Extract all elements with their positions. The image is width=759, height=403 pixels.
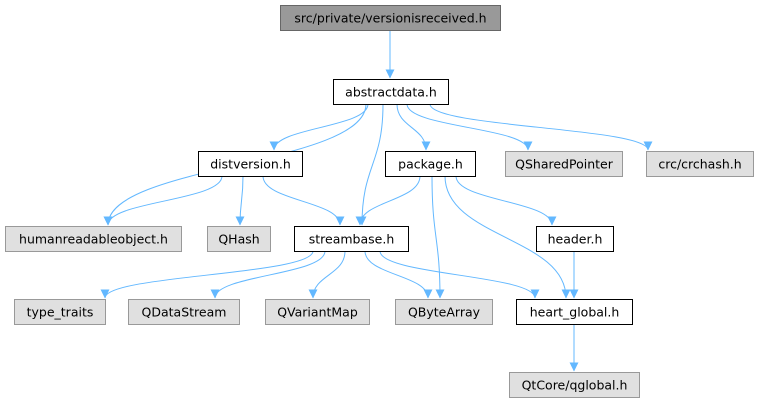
node-package[interactable]: package.h [385, 151, 476, 177]
node-abstractdata-label: abstractdata.h [345, 85, 437, 100]
edge-streambase-to-qvariantmap [308, 250, 346, 299]
node-package-box [385, 151, 476, 177]
node-qglobal: QtCore/qglobal.h [509, 372, 640, 398]
node-crchash-box [646, 151, 754, 177]
node-humanreadable: humanreadableobject.h [5, 226, 182, 252]
node-qbytearray-box [395, 299, 493, 325]
node-distversion-box [198, 151, 303, 177]
node-humanreadable-box [5, 226, 182, 252]
node-versionisreceived-box [280, 5, 501, 31]
edge-distversion-to-qhash [235, 175, 245, 226]
node-distversion[interactable]: distversion.h [198, 151, 303, 177]
edge-streambase-to-qdatastream [210, 250, 326, 299]
node-header[interactable]: header.h [536, 226, 614, 252]
node-heartglobal-label: heart_global.h [530, 305, 620, 320]
edge-streambase-to-qbytearray [364, 250, 433, 299]
edges-layer [100, 30, 653, 372]
node-abstractdata[interactable]: abstractdata.h [333, 79, 449, 105]
node-qhash: QHash [207, 226, 271, 252]
node-qsharedpointer-label: QSharedPointer [515, 157, 614, 172]
edge-abstractdata-to-package [396, 103, 431, 151]
node-qglobal-label: QtCore/qglobal.h [522, 378, 628, 393]
node-typetraits-label: type_traits [27, 305, 94, 320]
edge-abstractdata-to-streambase [357, 103, 384, 226]
node-abstractdata-box [333, 79, 449, 105]
node-qvariantmap-label: QVariantMap [277, 305, 358, 320]
node-package-label: package.h [398, 157, 463, 172]
node-qbytearray: QByteArray [395, 299, 493, 325]
node-header-label: header.h [548, 232, 603, 247]
node-qvariantmap-box [265, 299, 370, 325]
node-qdatastream: QDataStream [128, 299, 240, 325]
edge-package-to-heartglobal [444, 175, 571, 299]
node-qdatastream-label: QDataStream [142, 305, 227, 320]
edge-package-to-qbytearray [431, 175, 445, 299]
edge-abstractdata-to-distversion [269, 103, 369, 151]
node-qdatastream-box [128, 299, 240, 325]
node-distversion-label: distversion.h [210, 157, 291, 172]
node-streambase[interactable]: streambase.h [294, 226, 409, 252]
edge-abstractdata-to-crchash [429, 103, 653, 151]
node-qhash-label: QHash [218, 232, 259, 247]
nodes-layer: src/private/versionisreceived.h abstractd… [5, 5, 754, 398]
node-streambase-box [294, 226, 409, 252]
node-crchash-label: crc/crchash.h [658, 157, 741, 172]
node-header-box [536, 226, 614, 252]
node-qglobal-box [509, 372, 640, 398]
node-qbytearray-label: QByteArray [408, 305, 481, 320]
node-streambase-label: streambase.h [309, 232, 395, 247]
edge-streambase-to-typetraits [100, 250, 314, 299]
node-humanreadable-label: humanreadableobject.h [19, 232, 168, 247]
node-typetraits: type_traits [14, 299, 106, 325]
node-versionisreceived-label: src/private/versionisreceived.h [294, 11, 486, 26]
node-crchash: crc/crchash.h [646, 151, 754, 177]
node-heartglobal-box [516, 299, 633, 325]
edge-abstractdata-to-qsharedpointer [406, 103, 533, 151]
edge-package-to-streambase [355, 175, 421, 226]
node-qsharedpointer: QSharedPointer [505, 151, 623, 177]
node-heartglobal[interactable]: heart_global.h [516, 299, 633, 325]
node-qvariantmap: QVariantMap [265, 299, 370, 325]
node-qhash-box [207, 226, 271, 252]
edge-package-to-header [455, 175, 557, 226]
edge-distversion-to-streambase [262, 175, 345, 226]
edge-streambase-to-heartglobal [379, 250, 540, 299]
node-typetraits-box [14, 299, 106, 325]
node-versionisreceived: src/private/versionisreceived.h [280, 5, 501, 31]
node-qsharedpointer-box [505, 151, 623, 177]
edge-distversion-to-humanreadable [103, 175, 223, 226]
